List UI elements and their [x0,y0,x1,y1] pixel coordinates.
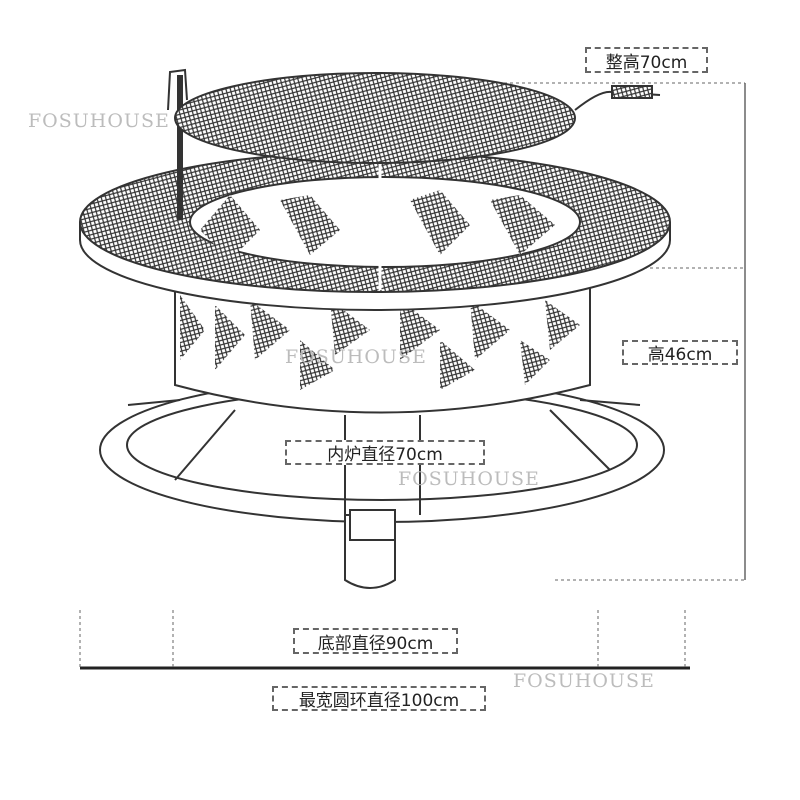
total-height-label: 整高70cm [585,47,708,73]
ring-diameter-label: 最宽圆环直径100cm [272,686,486,711]
watermark: FOSUHOUSE [285,346,427,368]
table-rim [79,150,671,311]
inner-diameter-label: 内炉直径70cm [285,440,485,465]
base-diameter-label: 底部直径90cm [293,628,458,654]
height-label: 高46cm [622,340,738,365]
cooking-grate [167,68,661,220]
watermark: FOSUHOUSE [398,468,540,490]
watermark: FOSUHOUSE [28,110,170,132]
watermark: FOSUHOUSE [513,670,655,692]
